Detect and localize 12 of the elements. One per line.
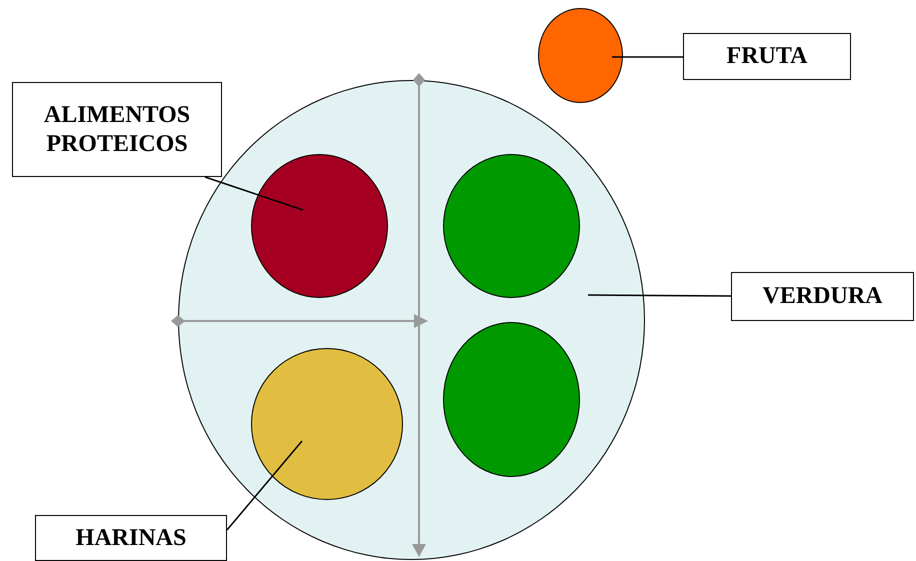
label-text: HARINAS [76, 524, 186, 552]
label-text: VERDURA [762, 282, 882, 311]
label-text: FRUTA [726, 42, 808, 71]
leader-line [204, 176, 304, 211]
leader-line [612, 56, 683, 58]
label-text: ALIMENTOS PROTEICOS [42, 100, 192, 158]
label-box [683, 33, 851, 80]
label-box [731, 272, 914, 321]
leader-line [588, 294, 731, 297]
leader-line [226, 440, 303, 530]
label-box [12, 82, 222, 177]
label-box [35, 515, 227, 561]
